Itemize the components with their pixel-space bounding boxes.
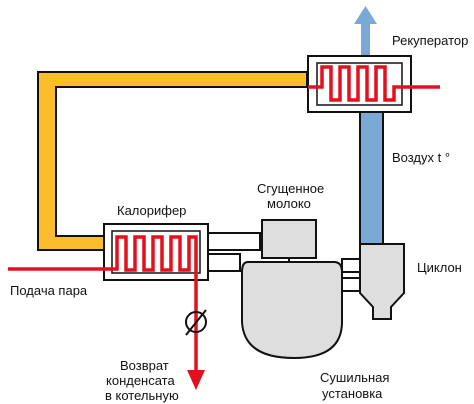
- dryer-label-1: Сушильная: [320, 370, 389, 385]
- condensate-label-1: Возврат: [120, 358, 169, 373]
- exhaust-air-arrow: [354, 6, 377, 56]
- condensed-milk-label-1: Сгущенное: [257, 181, 324, 196]
- condensed-milk-label-2: молоко: [267, 196, 311, 211]
- cyclone-label: Циклон: [417, 260, 462, 275]
- heater-label: Калорифер: [117, 203, 186, 218]
- steam-trap-icon: [185, 309, 207, 336]
- recuperator-coil: [308, 65, 440, 102]
- heater: [8, 223, 209, 281]
- recuperator: [307, 55, 440, 113]
- exhaust-air-duct: [359, 111, 384, 245]
- condensate-label-2: конденсата: [106, 373, 175, 388]
- drying-unit: [241, 261, 343, 360]
- dryer-cyclone-pipes: [341, 258, 361, 292]
- cyclone: [359, 243, 405, 320]
- recuperator-label: Рекуператор: [392, 33, 468, 48]
- steam-supply-label: Подача пара: [10, 283, 88, 298]
- air-temp-label: Воздух t °: [392, 150, 450, 165]
- heater-steam-coil: [8, 235, 198, 272]
- condensate-label-3: в котельную: [105, 388, 179, 403]
- dryer-label-2: установка: [322, 386, 383, 401]
- condensed-milk-tank: [261, 219, 317, 259]
- dryer-air-ducts: [207, 232, 261, 272]
